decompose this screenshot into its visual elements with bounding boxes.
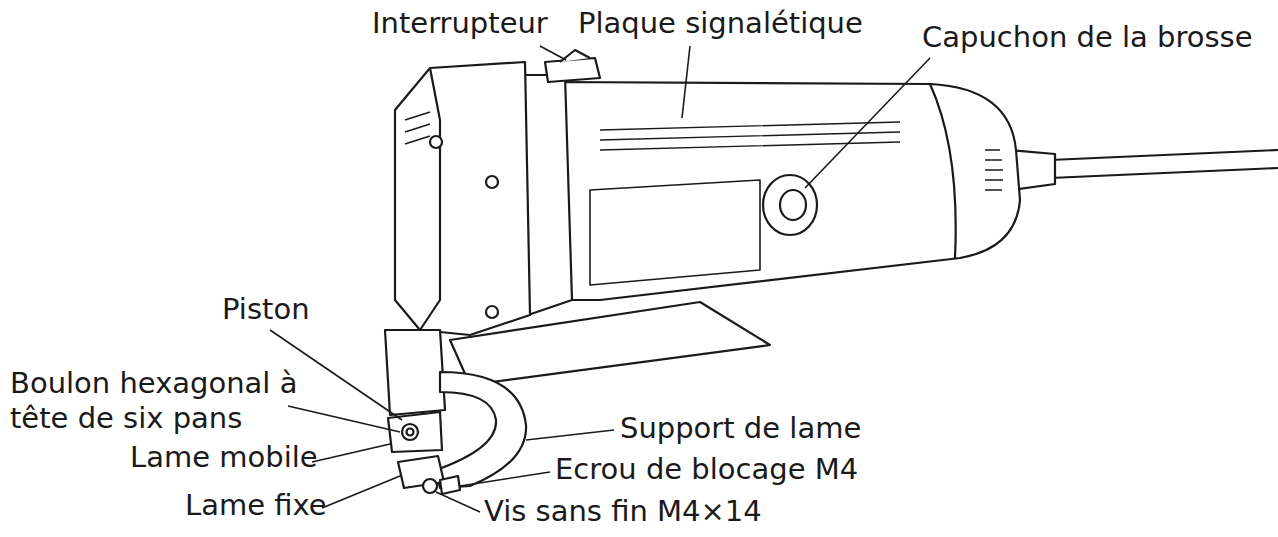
part-label: Lame mobile: [130, 440, 318, 475]
part-label: Lame fixe: [185, 488, 327, 523]
part-label: Plaque signalétique: [578, 6, 863, 41]
part-label: Ecrou de blocage M4: [555, 452, 858, 487]
part-label: Vis sans fin M4×14: [484, 494, 762, 529]
part-label: Support de lame: [620, 411, 861, 446]
part-label: Capuchon de la brosse: [922, 20, 1252, 55]
leader-lines: [270, 46, 930, 512]
part-label: Interrupteur: [372, 6, 548, 41]
part-label: Boulon hexagonal à tête de six pans: [10, 366, 310, 436]
part-label: Piston: [222, 292, 310, 327]
